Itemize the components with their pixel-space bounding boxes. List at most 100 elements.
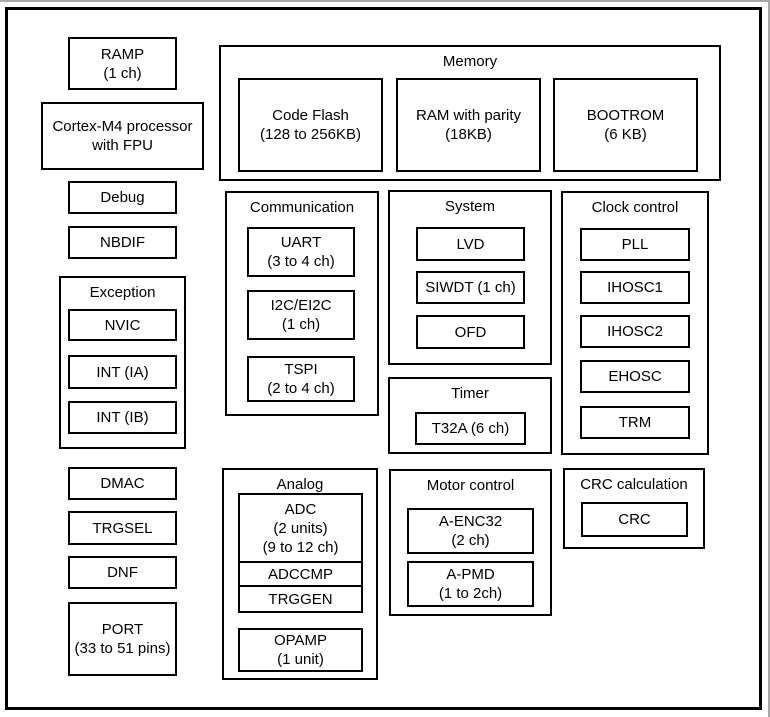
group-clock-control-title: Clock control [591, 199, 679, 216]
block-a-pmd: A-PMD (1 to 2ch) [407, 561, 534, 607]
block-siwdt-label: SIWDT (1 ch) [425, 279, 516, 296]
group-communication-title: Communication [249, 199, 355, 216]
block-dmac: DMAC [68, 467, 177, 500]
block-ofd-label: OFD [454, 323, 487, 341]
group-exception-title: Exception [89, 284, 156, 301]
block-ram-line1: RAM with parity [415, 107, 522, 124]
group-analog: Analog ADC (2 units) (9 to 12 ch) ADCCMP… [222, 468, 378, 680]
block-nbdif-label: NBDIF [100, 234, 145, 251]
block-nvic-label: NVIC [104, 316, 141, 334]
block-bootrom-line1: BOOTROM [586, 107, 665, 124]
block-debug-label: Debug [100, 189, 145, 206]
block-ihosc1-label: IHOSC1 [607, 279, 663, 296]
block-cortex-m4: Cortex-M4 processor with FPU [41, 102, 204, 170]
block-trggen: TRGGEN [240, 585, 361, 611]
block-ram: RAM with parity (18KB) [396, 78, 541, 172]
block-pll: PLL [580, 228, 690, 261]
group-crc-calculation: CRC calculation CRC [563, 468, 705, 549]
block-opamp-line1: OPAMP [273, 632, 328, 649]
block-a-enc32-line2: (2 ch) [451, 532, 490, 549]
page-edge-line-top [0, 0, 770, 2]
group-communication: Communication UART (3 to 4 ch) I2C/EI2C … [225, 191, 379, 416]
block-int-ia: INT (IA) [68, 355, 177, 389]
block-int-ib-label: INT (IB) [96, 409, 149, 426]
block-debug: Debug [68, 181, 177, 214]
block-uart-line1: UART [280, 234, 322, 251]
group-exception: Exception NVIC INT (IA) INT (IB) [59, 276, 186, 449]
group-motor-control: Motor control A-ENC32 (2 ch) A-PMD (1 to… [389, 469, 552, 616]
block-ramp-line2: (1 ch) [103, 64, 142, 82]
block-trgsel: TRGSEL [68, 511, 177, 545]
block-t32a-label: T32A (6 ch) [431, 420, 510, 437]
block-lvd-label: LVD [456, 235, 485, 253]
group-timer: Timer T32A (6 ch) [388, 377, 552, 454]
block-uart: UART (3 to 4 ch) [247, 227, 355, 277]
group-system-title: System [444, 198, 495, 215]
group-analog-title: Analog [276, 476, 324, 493]
block-nvic: NVIC [68, 309, 177, 341]
block-a-enc32-line1: A-ENC32 [438, 513, 503, 530]
block-opamp-line2: (1 unit) [277, 651, 324, 668]
block-adc-line2: (2 units) [273, 519, 328, 537]
block-code-flash-line2: (128 to 256KB) [260, 126, 361, 143]
block-code-flash-line1: Code Flash [272, 107, 349, 124]
block-lvd: LVD [416, 227, 525, 261]
block-crc: CRC [581, 502, 688, 537]
block-trgsel-label: TRGSEL [92, 519, 153, 537]
block-adccmp: ADCCMP [240, 561, 361, 585]
block-i2c-line1: I2C/EI2C [270, 297, 332, 314]
block-t32a: T32A (6 ch) [415, 412, 526, 445]
block-adc-line3: (9 to 12 ch) [262, 538, 339, 556]
block-ramp-line1: RAMP [100, 45, 145, 63]
block-trm: TRM [580, 406, 690, 439]
block-a-enc32: A-ENC32 (2 ch) [407, 508, 534, 554]
block-dmac-label: DMAC [100, 475, 145, 492]
block-ofd: OFD [416, 315, 525, 349]
group-memory-title: Memory [442, 53, 498, 70]
block-dnf-label: DNF [107, 564, 138, 581]
block-ihosc2-label: IHOSC2 [607, 323, 663, 340]
block-cortex-m4-line1: Cortex-M4 processor [52, 118, 193, 135]
block-ihosc2: IHOSC2 [580, 315, 690, 348]
block-ehosc: EHOSC [580, 360, 690, 393]
page-edge-line-right [768, 0, 770, 717]
block-adc-line1: ADC [284, 500, 317, 518]
block-siwdt: SIWDT (1 ch) [416, 271, 525, 304]
block-adc-stack: ADC (2 units) (9 to 12 ch) ADCCMP TRGGEN [238, 493, 363, 613]
block-tspi: TSPI (2 to 4 ch) [247, 356, 355, 402]
block-code-flash: Code Flash (128 to 256KB) [238, 78, 383, 172]
group-memory: Memory Code Flash (128 to 256KB) RAM wit… [219, 45, 721, 181]
block-crc-label: CRC [618, 511, 651, 528]
block-port-line2: (33 to 51 pins) [74, 640, 171, 657]
block-port-line1: PORT [101, 621, 144, 638]
block-int-ib: INT (IB) [68, 401, 177, 434]
block-tspi-line2: (2 to 4 ch) [267, 380, 335, 397]
block-ihosc1: IHOSC1 [580, 271, 690, 304]
block-port: PORT (33 to 51 pins) [68, 602, 177, 676]
block-trggen-label: TRGGEN [268, 590, 333, 608]
block-trm-label: TRM [618, 414, 652, 431]
group-motor-control-title: Motor control [426, 477, 515, 494]
block-adccmp-label: ADCCMP [267, 565, 333, 583]
block-a-pmd-line1: A-PMD [446, 566, 495, 583]
group-crc-calculation-title: CRC calculation [580, 476, 688, 493]
block-pll-label: PLL [621, 236, 649, 253]
block-ehosc-label: EHOSC [608, 368, 662, 385]
block-adc: ADC (2 units) (9 to 12 ch) [240, 495, 361, 561]
block-a-pmd-line2: (1 to 2ch) [438, 585, 503, 602]
block-bootrom-line2: (6 KB) [604, 126, 647, 143]
block-bootrom: BOOTROM (6 KB) [553, 78, 698, 172]
block-uart-line2: (3 to 4 ch) [267, 253, 335, 270]
block-cortex-m4-line2: with FPU [92, 137, 153, 154]
group-timer-title: Timer [451, 385, 489, 402]
group-system: System LVD SIWDT (1 ch) OFD [388, 190, 552, 365]
block-opamp: OPAMP (1 unit) [238, 628, 363, 672]
group-clock-control: Clock control PLL IHOSC1 IHOSC2 EHOSC TR… [561, 191, 709, 455]
block-tspi-line1: TSPI [284, 361, 318, 378]
block-i2c: I2C/EI2C (1 ch) [247, 290, 355, 340]
block-i2c-line2: (1 ch) [281, 316, 321, 333]
block-int-ia-label: INT (IA) [96, 363, 149, 381]
block-ram-line2: (18KB) [445, 126, 492, 143]
block-ramp: RAMP (1 ch) [68, 37, 177, 90]
